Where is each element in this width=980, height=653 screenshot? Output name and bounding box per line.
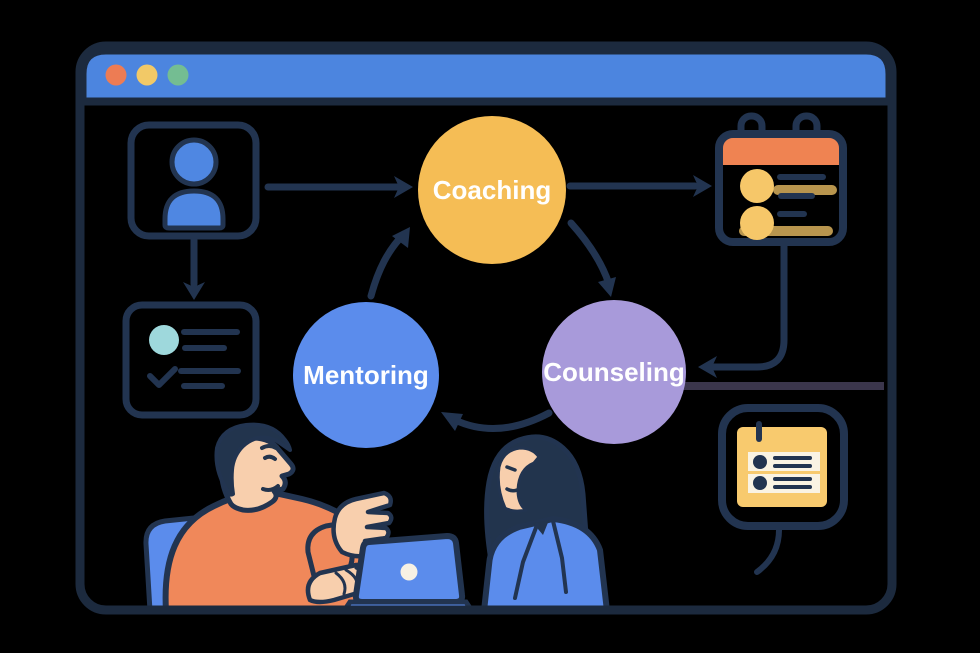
- woman-jacket: [481, 516, 610, 612]
- arrowhead-down-icon: [598, 277, 616, 297]
- arrow-coaching-to-counseling: [567, 219, 613, 288]
- man-head: [214, 422, 296, 513]
- user-icon: [162, 137, 226, 231]
- note-lines: [773, 456, 812, 489]
- calendar-header: [719, 134, 843, 165]
- diagram-arrows: [190, 182, 788, 575]
- woman-face: [496, 446, 541, 513]
- woman: [481, 434, 610, 612]
- minimize-button-dot[interactable]: [136, 64, 158, 86]
- notes-card-tail: [754, 527, 782, 575]
- calendar-lines: [777, 174, 826, 217]
- shadow-band: [676, 382, 884, 390]
- arrowhead-right-icon: [394, 176, 413, 198]
- calendar-dot-icon: [740, 206, 774, 240]
- bullet-dot-icon: [753, 476, 767, 490]
- window-chrome: [75, 41, 897, 615]
- bullet-circle-icon: [149, 325, 179, 355]
- node-mentoring-label: Mentoring: [303, 360, 429, 390]
- checkmark-icon: [147, 366, 178, 388]
- maximize-button-dot[interactable]: [167, 64, 189, 86]
- window-frame: [75, 41, 897, 615]
- laptop-logo-icon: [400, 563, 418, 581]
- woman-face-features: [505, 465, 519, 493]
- close-button-dot[interactable]: [105, 64, 127, 86]
- arrow-counseling-to-mentoring: [451, 409, 553, 432]
- arrowheads: [183, 175, 717, 431]
- arrow-calendar-to-counseling: [710, 242, 788, 371]
- node-mentoring: Mentoring: [293, 302, 439, 448]
- user-profile-card: [127, 121, 260, 240]
- titlebar: [81, 49, 891, 103]
- notes-card: [718, 404, 848, 530]
- arrowhead-right-icon: [693, 175, 712, 197]
- arrowhead-left-icon: [441, 412, 463, 431]
- laptop: [339, 533, 477, 612]
- arrowhead-left-icon: [698, 356, 717, 378]
- diagram-nodes: Coaching Mentoring Counseling: [293, 116, 686, 448]
- node-counseling: Counseling: [542, 300, 686, 444]
- man-face-features: [260, 444, 280, 492]
- woman-lapels: [513, 519, 568, 600]
- checklist-card: [122, 301, 260, 419]
- node-coaching-label: Coaching: [433, 175, 551, 205]
- window-content: Coaching Mentoring Counseling: [122, 112, 884, 612]
- people-illustration: [143, 422, 610, 612]
- calendar-card: [715, 112, 847, 246]
- node-coaching: Coaching: [418, 116, 566, 264]
- checklist-lines: [178, 329, 241, 389]
- arrowhead-up-icon: [392, 227, 410, 248]
- calendar-dot-icon: [740, 169, 774, 203]
- bullet-dot-icon: [753, 455, 767, 469]
- man-hair: [214, 422, 292, 497]
- arrow-mentoring-to-coaching: [367, 230, 408, 300]
- node-counseling-label: Counseling: [543, 357, 685, 387]
- arrowhead-down-icon: [183, 282, 205, 300]
